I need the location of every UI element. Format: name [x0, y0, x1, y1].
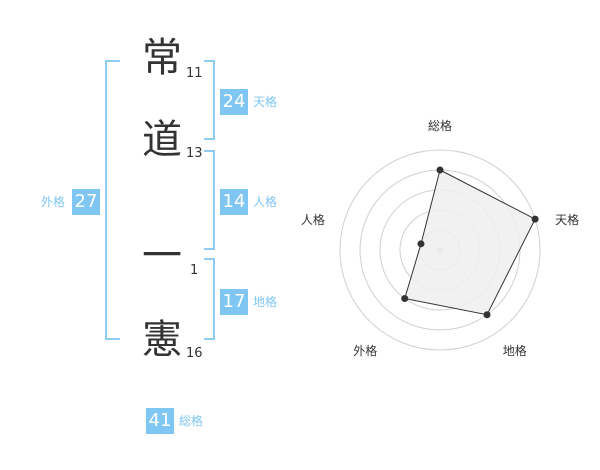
radar-axis-label-5: 人格	[301, 212, 325, 227]
gaikaku-value: 27	[72, 189, 100, 215]
tenkaku-value: 24	[220, 89, 248, 115]
tenkaku-label: 天格	[253, 95, 278, 109]
radar-ring	[339, 149, 541, 351]
chikaku-label: 地格	[253, 295, 278, 309]
radar-axis-label-1: 総格	[428, 118, 452, 133]
stroke-count-4: 16	[186, 346, 203, 361]
radar-point-4	[401, 295, 409, 303]
jinkaku-label: 人格	[253, 195, 278, 209]
soukaku-label: 総格	[179, 414, 204, 428]
soukaku-value: 41	[146, 408, 174, 434]
stroke-count-3: 1	[190, 263, 199, 278]
radar-axis-label-4: 外格	[353, 343, 377, 358]
radar-axis-label-3: 地格	[503, 343, 527, 358]
chikaku-value: 17	[220, 289, 248, 315]
name-char-4: 憲	[142, 317, 182, 363]
radar-axis-label-2: 天格	[555, 212, 579, 227]
gaikaku-label: 外格	[41, 195, 66, 209]
name-char-3: 一	[142, 233, 182, 279]
radar-point-3	[483, 311, 491, 319]
jinkaku-value: 14	[220, 189, 248, 215]
radar-point-1	[436, 166, 444, 174]
radar-point-5	[417, 240, 425, 248]
radar-points	[401, 166, 539, 319]
name-char-1: 常	[142, 35, 182, 81]
radar-area	[404, 169, 536, 316]
radar-point-2	[531, 215, 539, 223]
stroke-count-1: 11	[186, 66, 203, 81]
name-char-2: 道	[142, 117, 182, 163]
stroke-count-2: 13	[186, 146, 203, 161]
